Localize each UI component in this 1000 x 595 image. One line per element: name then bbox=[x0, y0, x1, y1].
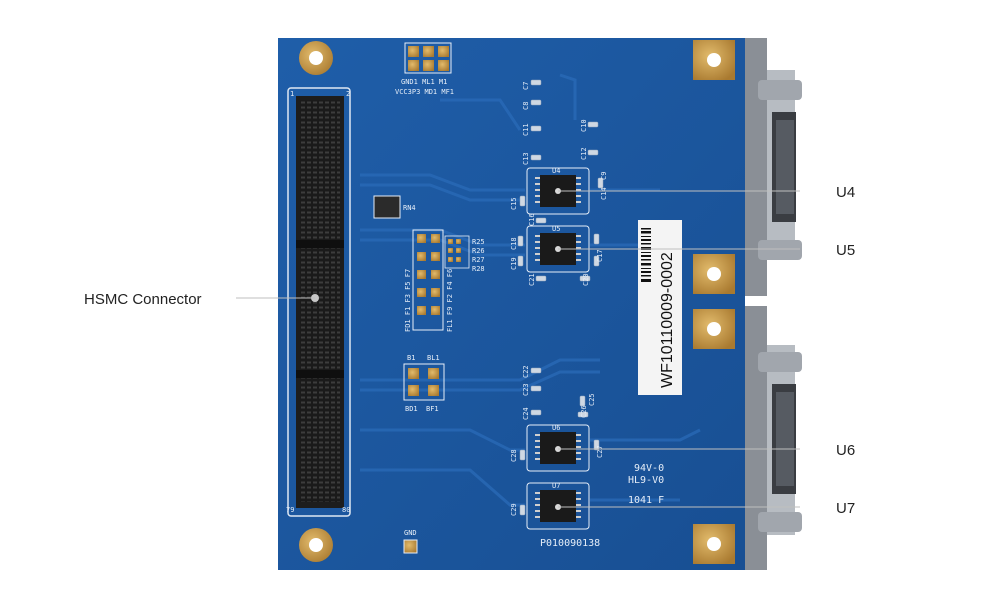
c7-label: C7 bbox=[522, 82, 530, 90]
mounting-hole-top-left bbox=[299, 41, 333, 75]
hsmc-pin-79-label: 79 bbox=[286, 506, 294, 514]
gnd-pad bbox=[403, 539, 418, 554]
r27-label: R27 bbox=[472, 256, 485, 264]
b1-label: B1 bbox=[407, 354, 415, 362]
rating-line-2: HL9-V0 bbox=[628, 475, 664, 486]
c12-label: C12 bbox=[580, 147, 588, 160]
bl1-label: BL1 bbox=[427, 354, 440, 362]
mounting-pad-top-right bbox=[693, 40, 735, 80]
c17-label: C17 bbox=[596, 249, 604, 262]
hsmc-connector bbox=[287, 87, 351, 517]
rn4-component bbox=[373, 195, 401, 219]
c18-label: C18 bbox=[510, 237, 518, 250]
mounting-pad-bottom-right bbox=[693, 524, 735, 564]
c19-label: C19 bbox=[510, 257, 518, 270]
c28-label: C28 bbox=[510, 449, 518, 462]
c25-label: C25 bbox=[588, 393, 596, 406]
top-header-pads bbox=[404, 42, 452, 74]
c14-label: C14 bbox=[600, 187, 608, 200]
r26-label: R26 bbox=[472, 247, 485, 255]
u6-callout-label: U6 bbox=[836, 442, 855, 459]
f-pad-grid bbox=[412, 229, 470, 331]
dvi-connector-bottom bbox=[745, 306, 802, 570]
c23-label: C23 bbox=[522, 383, 530, 396]
c16-label: C16 bbox=[528, 213, 536, 226]
u4-callout-label: U4 bbox=[836, 184, 855, 201]
rn4-label: RN4 bbox=[403, 204, 416, 212]
u6-silk-label: U6 bbox=[552, 424, 560, 432]
c10-label: C10 bbox=[580, 119, 588, 132]
b-pad-grid bbox=[403, 363, 445, 401]
barcode-text: WF10110009-0002 bbox=[659, 252, 676, 388]
u7-callout-label: U7 bbox=[836, 500, 855, 517]
c29-label: C29 bbox=[510, 503, 518, 516]
c9-label: C9 bbox=[600, 172, 608, 180]
mounting-pad-mid-right-1 bbox=[693, 254, 735, 294]
r28-label: R28 bbox=[472, 265, 485, 273]
capacitor-labels: C7 C8 C11 C10 C13 C12 C14 C15 C16 C17 C1… bbox=[510, 82, 608, 516]
gnd-label: GND bbox=[404, 529, 417, 537]
mounting-pad-mid-right-2 bbox=[693, 309, 735, 349]
ic-u6 bbox=[526, 424, 590, 472]
c13-label: C13 bbox=[522, 152, 530, 165]
header-label-top: GND1 ML1 M1 bbox=[401, 78, 447, 86]
r25-label: R25 bbox=[472, 238, 485, 246]
bd1-label: BD1 bbox=[405, 405, 418, 413]
pcb-traces bbox=[360, 73, 701, 507]
c20-label: C20 bbox=[582, 273, 590, 286]
c26-label: C26 bbox=[580, 405, 588, 418]
hsmc-pin-2-label: 2 bbox=[346, 90, 350, 98]
c11-label: C11 bbox=[522, 123, 530, 136]
c22-label: C22 bbox=[522, 365, 530, 378]
u7-silk-label: U7 bbox=[552, 482, 560, 490]
dvi-connector-top bbox=[745, 38, 802, 296]
c27-label: C27 bbox=[596, 445, 604, 458]
header-label-bottom: VCC3P3 MD1 MF1 bbox=[395, 88, 454, 96]
u4-silk-label: U4 bbox=[552, 167, 560, 175]
bf1-label: BF1 bbox=[426, 405, 439, 413]
c8-label: C8 bbox=[522, 102, 530, 110]
u5-silk-label: U5 bbox=[552, 225, 560, 233]
u5-callout-label: U5 bbox=[836, 242, 855, 259]
date-code: 1041 F bbox=[628, 495, 664, 506]
mounting-hole-bottom-left bbox=[299, 528, 333, 562]
capacitors bbox=[517, 79, 604, 516]
hsmc-pin-80-label: 80 bbox=[342, 506, 350, 514]
ic-u7 bbox=[526, 482, 590, 530]
rating-line-1: 94V-0 bbox=[634, 463, 664, 474]
c21-label: C21 bbox=[528, 273, 536, 286]
f-col1-label: FD1 F1 F3 F5 F7 bbox=[404, 269, 412, 332]
hsmc-callout-label: HSMC Connector bbox=[84, 291, 202, 308]
c24-label: C24 bbox=[522, 407, 530, 420]
f-col2-label: FL1 F9 F2 F4 F6 bbox=[446, 269, 454, 332]
c15-label: C15 bbox=[510, 197, 518, 210]
part-number: P010090138 bbox=[540, 538, 600, 549]
hsmc-pin-1-label: 1 bbox=[290, 90, 294, 98]
